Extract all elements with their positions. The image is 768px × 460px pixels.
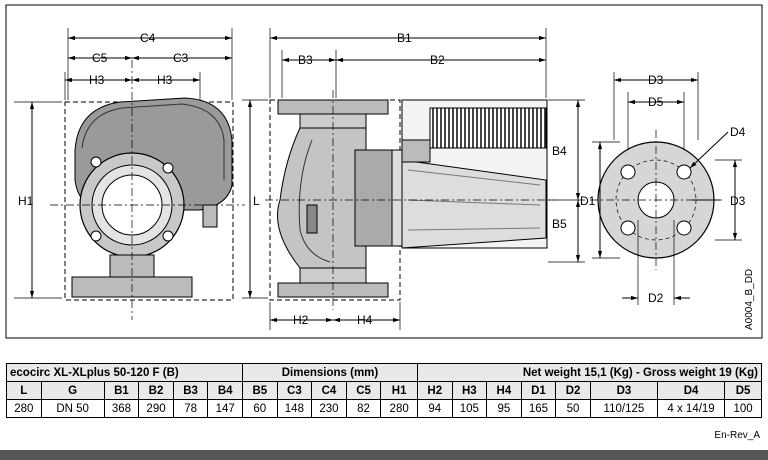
table-cell: 105 [451, 399, 488, 418]
dim-label-b2: B2 [430, 53, 445, 67]
table-cell: 4 x 14/19 [656, 399, 726, 418]
side-view-pump [265, 90, 555, 310]
table-header-cell: C3 [276, 381, 313, 400]
dim-label-c3: C3 [173, 51, 189, 65]
table-header-cell: C5 [345, 381, 382, 400]
dim-label-h4: H4 [357, 313, 373, 327]
table-cell: 165 [520, 399, 557, 418]
table-header-cell: B2 [138, 381, 174, 400]
table-cell: 100 [724, 399, 762, 418]
dim-label-c5: C5 [92, 51, 108, 65]
table-header-cell: C4 [311, 381, 347, 400]
table-cell: 368 [103, 399, 140, 418]
table-cell: 110/125 [589, 399, 658, 418]
table-model-name: ecocirc XL-XLplus 50-120 F (B) [5, 363, 244, 382]
table-title-row: ecocirc XL-XLplus 50-120 F (B) Dimension… [5, 363, 763, 382]
dim-label-h1: H1 [18, 194, 34, 208]
dimensions-table: ecocirc XL-XLplus 50-120 F (B) Dimension… [5, 363, 763, 418]
revision-label: En-Rev_A [714, 430, 760, 441]
table-cell: 82 [345, 399, 382, 418]
dim-label-d4: D4 [730, 125, 746, 139]
drawing-frame [5, 4, 763, 339]
table-dimensions-title: Dimensions (mm) [242, 363, 418, 382]
front-view-dimensions [14, 28, 233, 299]
dim-label-h3-left: H3 [89, 73, 105, 87]
front-view-pump [50, 60, 245, 320]
dim-label-h3-right: H3 [157, 73, 173, 87]
table-cell: 95 [486, 399, 522, 418]
dim-label-b5: B5 [552, 217, 567, 231]
table-header-cell: L [6, 381, 42, 400]
table-header-cell: D3 [589, 381, 658, 400]
dim-label-d5: D5 [648, 95, 664, 109]
dim-label-b1: B1 [397, 31, 412, 45]
dim-label-d1: D1 [580, 194, 596, 208]
table-header-cell: B4 [207, 381, 244, 400]
table-header-cell: H4 [486, 381, 522, 400]
bottom-bar [0, 450, 768, 460]
dim-label-h2: H2 [293, 313, 309, 327]
table-cell: 78 [172, 399, 209, 418]
table-cell: 60 [242, 399, 278, 418]
table-weight: Net weight 15,1 (Kg) - Gross weight 19 (… [416, 363, 763, 382]
table-header-cell: H1 [380, 381, 418, 400]
table-cell: 230 [311, 399, 347, 418]
table-cell: 280 [380, 399, 418, 418]
dim-label-b3: B3 [298, 53, 313, 67]
table-header-cell: B3 [172, 381, 209, 400]
dim-label-d2: D2 [648, 291, 664, 305]
dim-label-d3-side: D3 [730, 194, 746, 208]
dim-label-c4: C4 [140, 31, 156, 45]
table-cell: DN 50 [40, 399, 105, 418]
table-header-cell: B1 [103, 381, 140, 400]
technical-dimension-drawing: C4 C5 C3 H3 H3 H1 [5, 4, 763, 339]
dim-label-l: L [253, 194, 260, 208]
table-header-cell: H3 [451, 381, 488, 400]
table-cell: 280 [6, 399, 42, 418]
dim-label-b4: B4 [552, 144, 567, 158]
table-header-cell: D1 [520, 381, 557, 400]
table-header-cell: B5 [242, 381, 278, 400]
table-cell: 94 [416, 399, 453, 418]
table-cell: 147 [207, 399, 244, 418]
table-cell: 148 [276, 399, 313, 418]
table-cell: 50 [555, 399, 591, 418]
table-header-cell: G [40, 381, 105, 400]
flange-dimensions [592, 72, 742, 305]
table-header-cell: D5 [724, 381, 762, 400]
dim-label-d3-top: D3 [648, 73, 664, 87]
table-header-cell: D4 [656, 381, 726, 400]
drawing-reference-code: A0004_B_DD [744, 269, 755, 330]
table-cell: 290 [138, 399, 174, 418]
table-header-cell: D2 [555, 381, 591, 400]
side-view-dimensions [242, 28, 585, 330]
table-header-cell: H2 [416, 381, 453, 400]
